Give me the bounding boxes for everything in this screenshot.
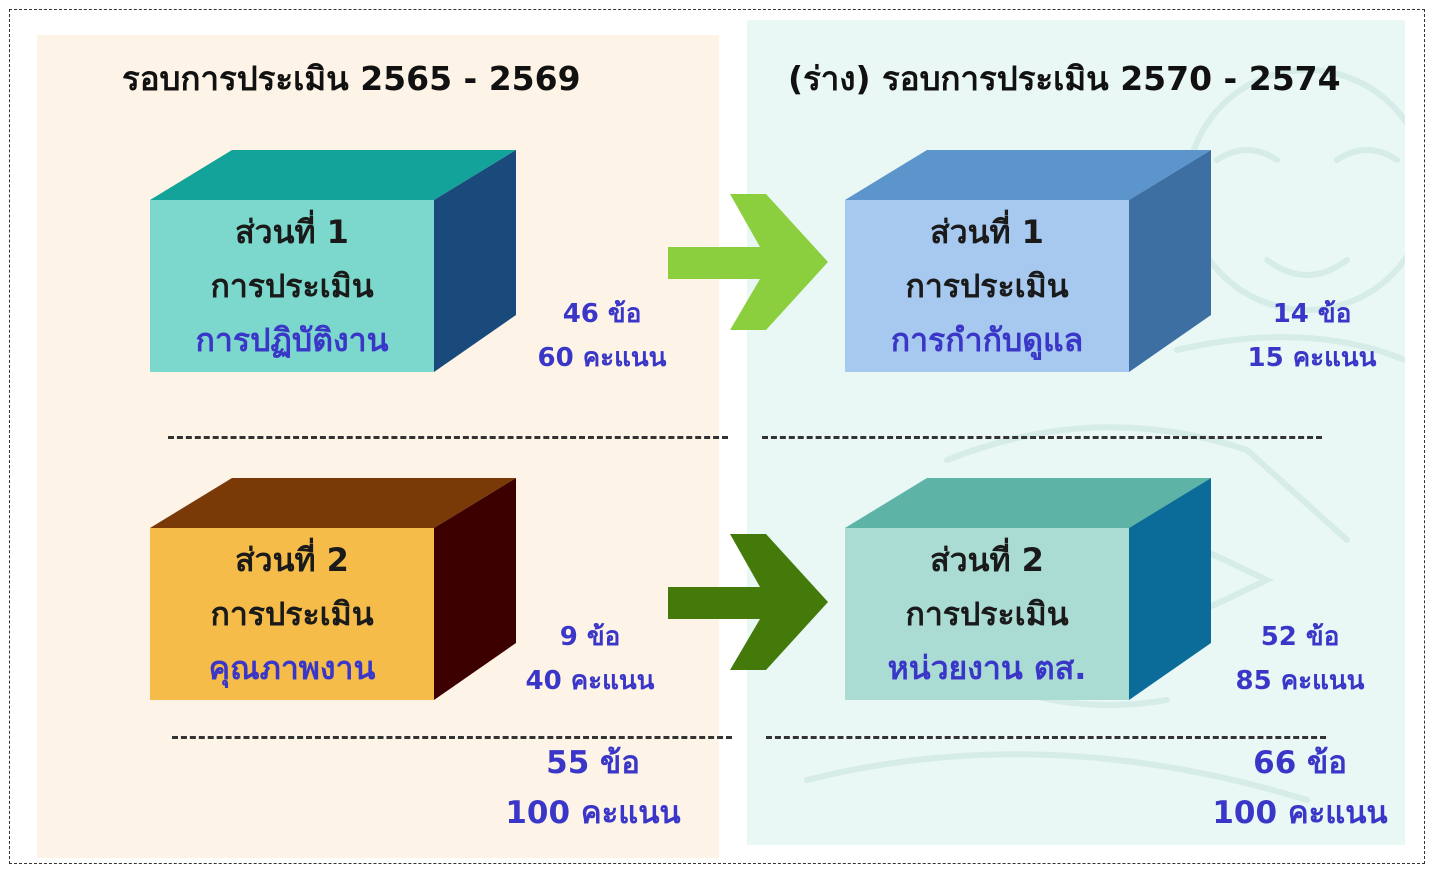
left-bottom-divider [172,736,732,739]
left-part1-score: 60 คะแนน [537,343,667,373]
left-total-items: 55 ข้อ [546,745,640,781]
left-part1-cube [150,150,516,372]
right-part1-name: การกำกับดูแล [890,321,1084,359]
left-part1-name: การปฏิบัติงาน [195,321,389,359]
right-bottom-divider [766,736,1326,739]
left-part1-title: ส่วนที่ 1 [235,213,349,251]
right-part1-cube [845,150,1211,372]
left-part1-items: 46 ข้อ [562,299,642,329]
left-part1-subtitle: การประเมิน [210,267,374,305]
right-arrow-icon [668,534,828,670]
right-panel-background [747,20,1405,845]
right-part1-items: 14 ข้อ [1272,299,1352,329]
left-part2-score: 40 คะแนน [525,666,655,696]
right-arrow-icon [668,194,828,330]
right-part2-box: ส่วนที่ 2 การประเมิน หน่วยงาน ตส. [845,473,1215,703]
left-total: 55 ข้อ 100 คะแนน [463,738,723,838]
right-part1-counts: 14 ข้อ 15 คะแนน [1202,292,1422,380]
right-middle-divider [762,436,1322,439]
right-part2-score: 85 คะแนน [1235,666,1365,696]
right-part2-cube [845,478,1211,700]
left-part1-counts: 46 ข้อ 60 คะแนน [492,292,712,380]
right-part1-title: ส่วนที่ 1 [930,213,1044,251]
right-part2-counts: 52 ข้อ 85 คะแนน [1190,615,1410,703]
right-part1-score: 15 คะแนน [1247,343,1377,373]
right-total-score: 100 คะแนน [1212,795,1388,831]
left-heading: รอบการประเมิน 2565 - 2569 [122,59,581,98]
left-part2-subtitle: การประเมิน [210,595,374,633]
watermark-figure [804,67,1405,803]
left-part2-cube [150,478,516,700]
left-part2-title: ส่วนที่ 2 [235,541,349,579]
left-part1-box: ส่วนที่ 1 การประเมิน การปฏิบัติงาน [150,145,520,375]
left-part2-box: ส่วนที่ 2 การประเมิน คุณภาพงาน [150,473,520,703]
right-part1-box: ส่วนที่ 1 การประเมิน การกำกับดูแล [845,145,1215,375]
right-part2-subtitle: การประเมิน [905,595,1069,633]
right-total-items: 66 ข้อ [1253,745,1347,781]
right-part2-items: 52 ข้อ [1260,622,1340,652]
right-total: 66 ข้อ 100 คะแนน [1170,738,1430,838]
left-part2-counts: 9 ข้อ 40 คะแนน [480,615,700,703]
left-total-score: 100 คะแนน [505,795,681,831]
right-part1-subtitle: การประเมิน [905,267,1069,305]
left-part2-name: คุณภาพงาน [208,649,376,687]
left-part2-items: 9 ข้อ [559,622,621,652]
right-heading: (ร่าง) รอบการประเมิน 2570 - 2574 [788,59,1341,98]
right-part2-name: หน่วยงาน ตส. [887,649,1087,687]
left-middle-divider [168,436,728,439]
diagram-frame [9,9,1425,864]
right-part2-title: ส่วนที่ 2 [930,541,1044,579]
